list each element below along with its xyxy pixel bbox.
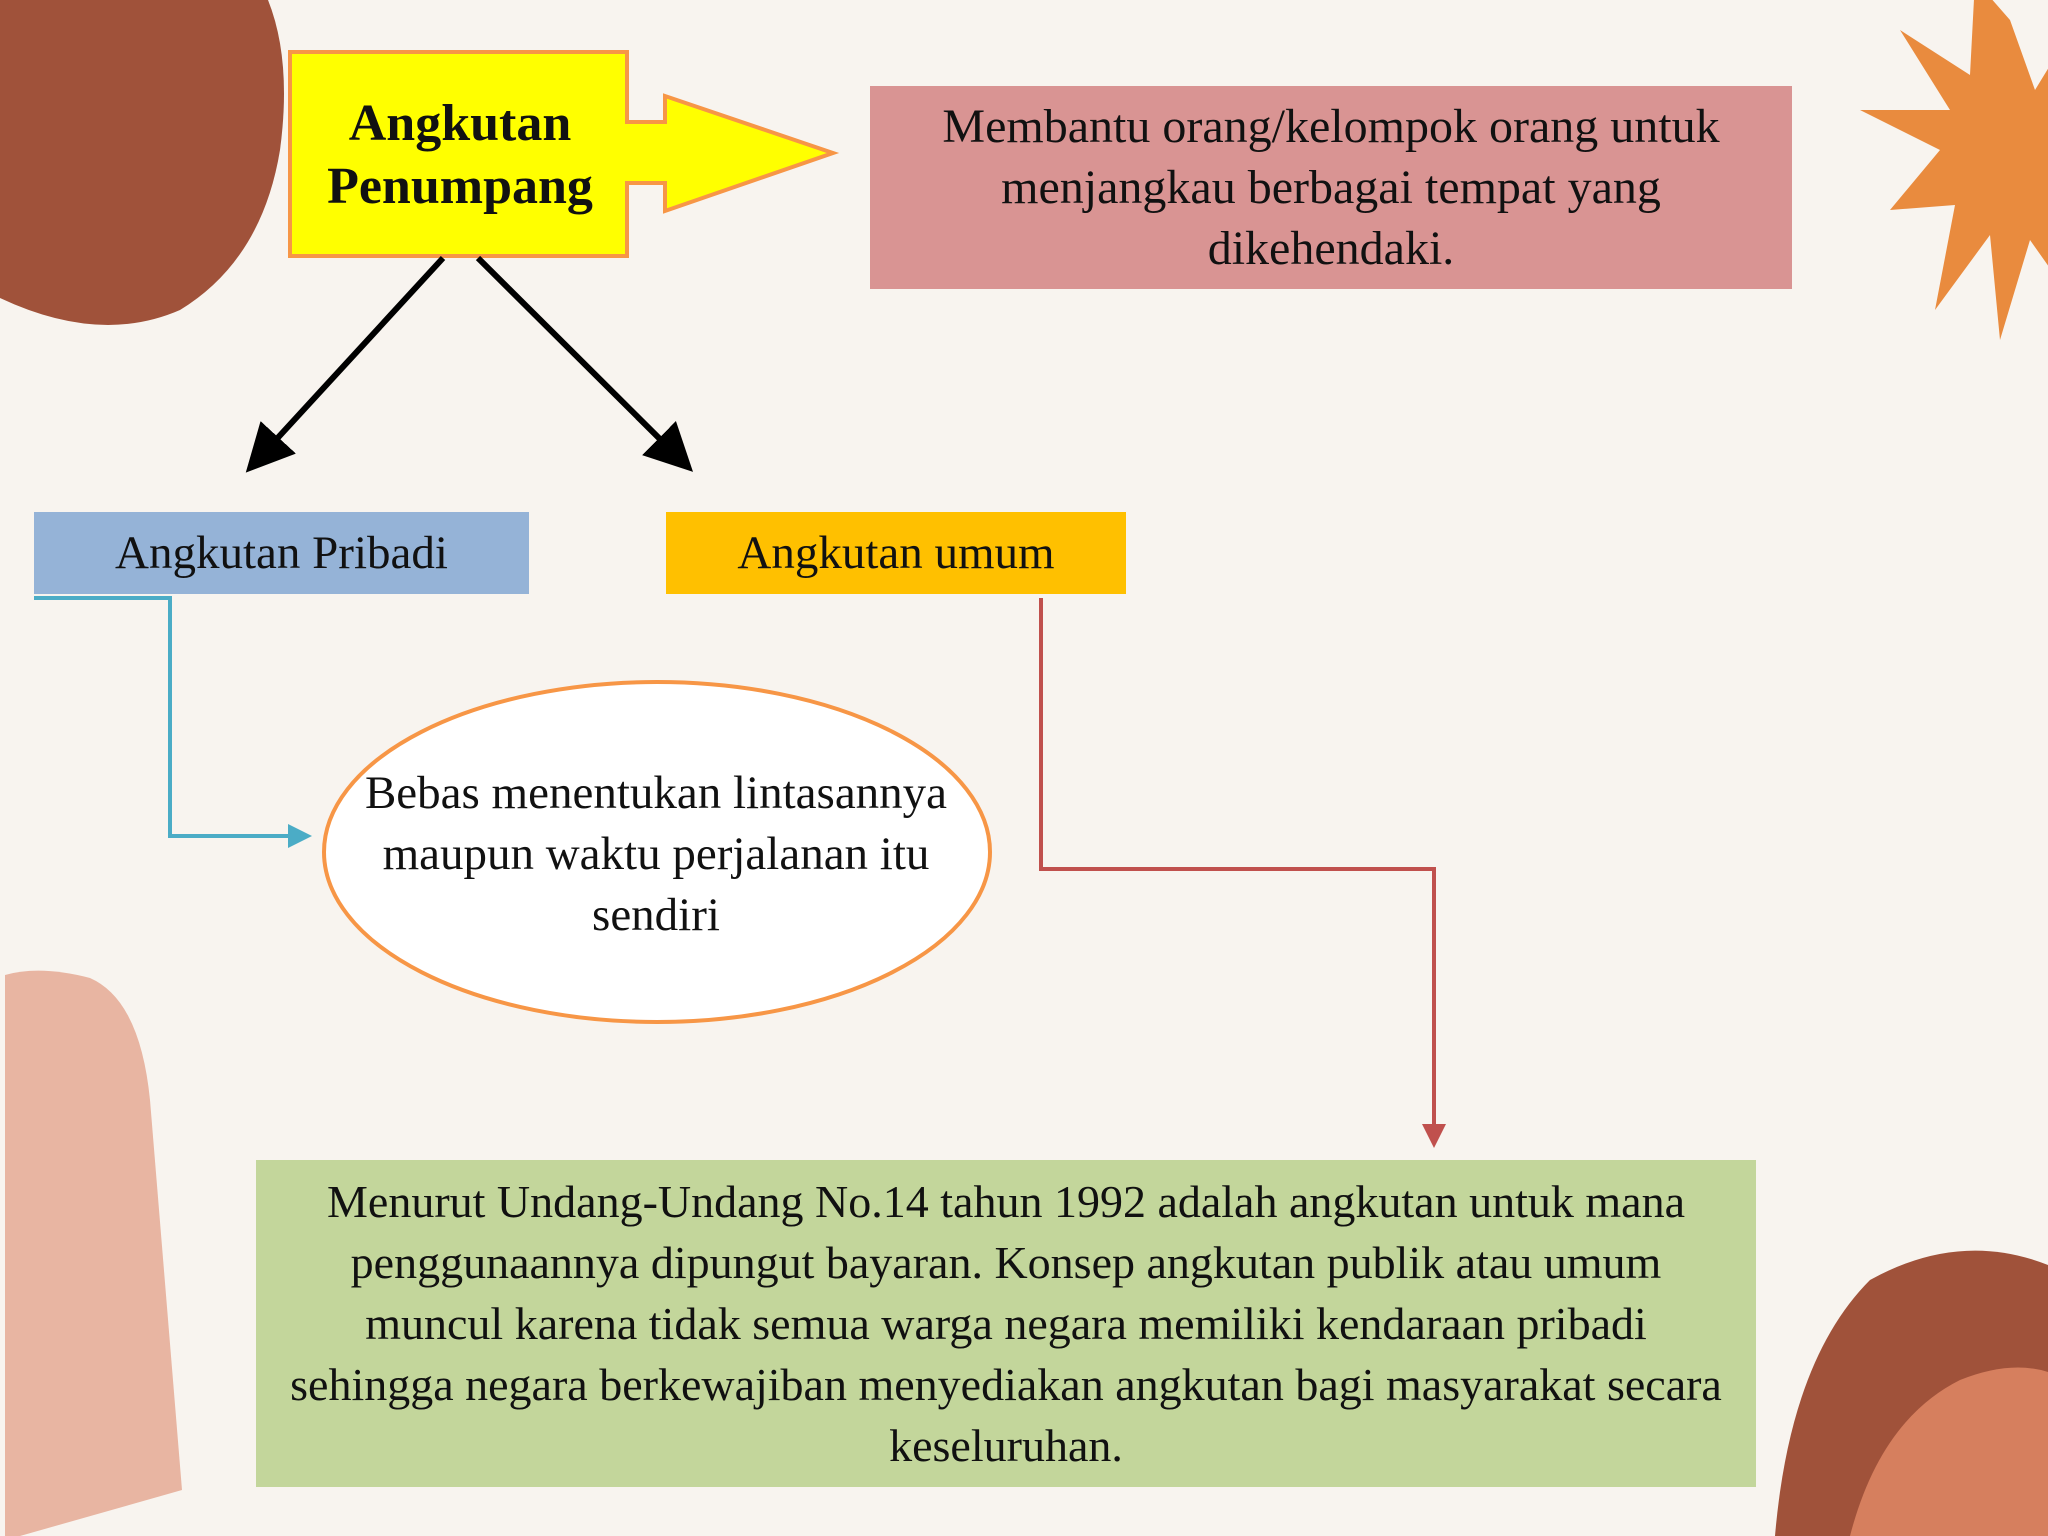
- pribadi-description-ellipse: [322, 680, 992, 1024]
- pink-pill-decoration: [5, 970, 182, 1536]
- main-node-line2: Penumpang: [327, 158, 593, 215]
- salmon-corner-blob-decoration: [1850, 1367, 2048, 1536]
- arrow-to-umum: [475, 255, 694, 472]
- main-node-arrow-shape: [288, 50, 840, 258]
- pribadi-connector: [34, 596, 312, 848]
- main-node-label: Angkutan Penumpang: [298, 84, 622, 226]
- umum-connector: [1039, 598, 1446, 1148]
- umum-label: Angkutan umum: [737, 527, 1055, 579]
- orange-starburst-decoration: [1860, 0, 2048, 340]
- pribadi-description: Bebas menentukan lintasannya maupun wakt…: [360, 728, 952, 980]
- pribadi-box: Angkutan Pribadi: [34, 512, 529, 594]
- main-node-line1: Angkutan: [348, 95, 572, 152]
- definition-text: Membantu orang/kelompok orang untuk menj…: [942, 100, 1720, 275]
- umum-box: Angkutan umum: [666, 512, 1126, 594]
- definition-box: Membantu orang/kelompok orang untuk menj…: [870, 86, 1792, 289]
- umum-description-box: Menurut Undang-Undang No.14 tahun 1992 a…: [256, 1160, 1756, 1487]
- pribadi-label: Angkutan Pribadi: [115, 527, 448, 579]
- pribadi-description-text: Bebas menentukan lintasannya maupun wakt…: [364, 766, 948, 941]
- umum-description-text: Menurut Undang-Undang No.14 tahun 1992 a…: [290, 1176, 1722, 1471]
- brown-blob-decoration: [0, 0, 284, 325]
- arrow-to-pribadi: [245, 255, 446, 473]
